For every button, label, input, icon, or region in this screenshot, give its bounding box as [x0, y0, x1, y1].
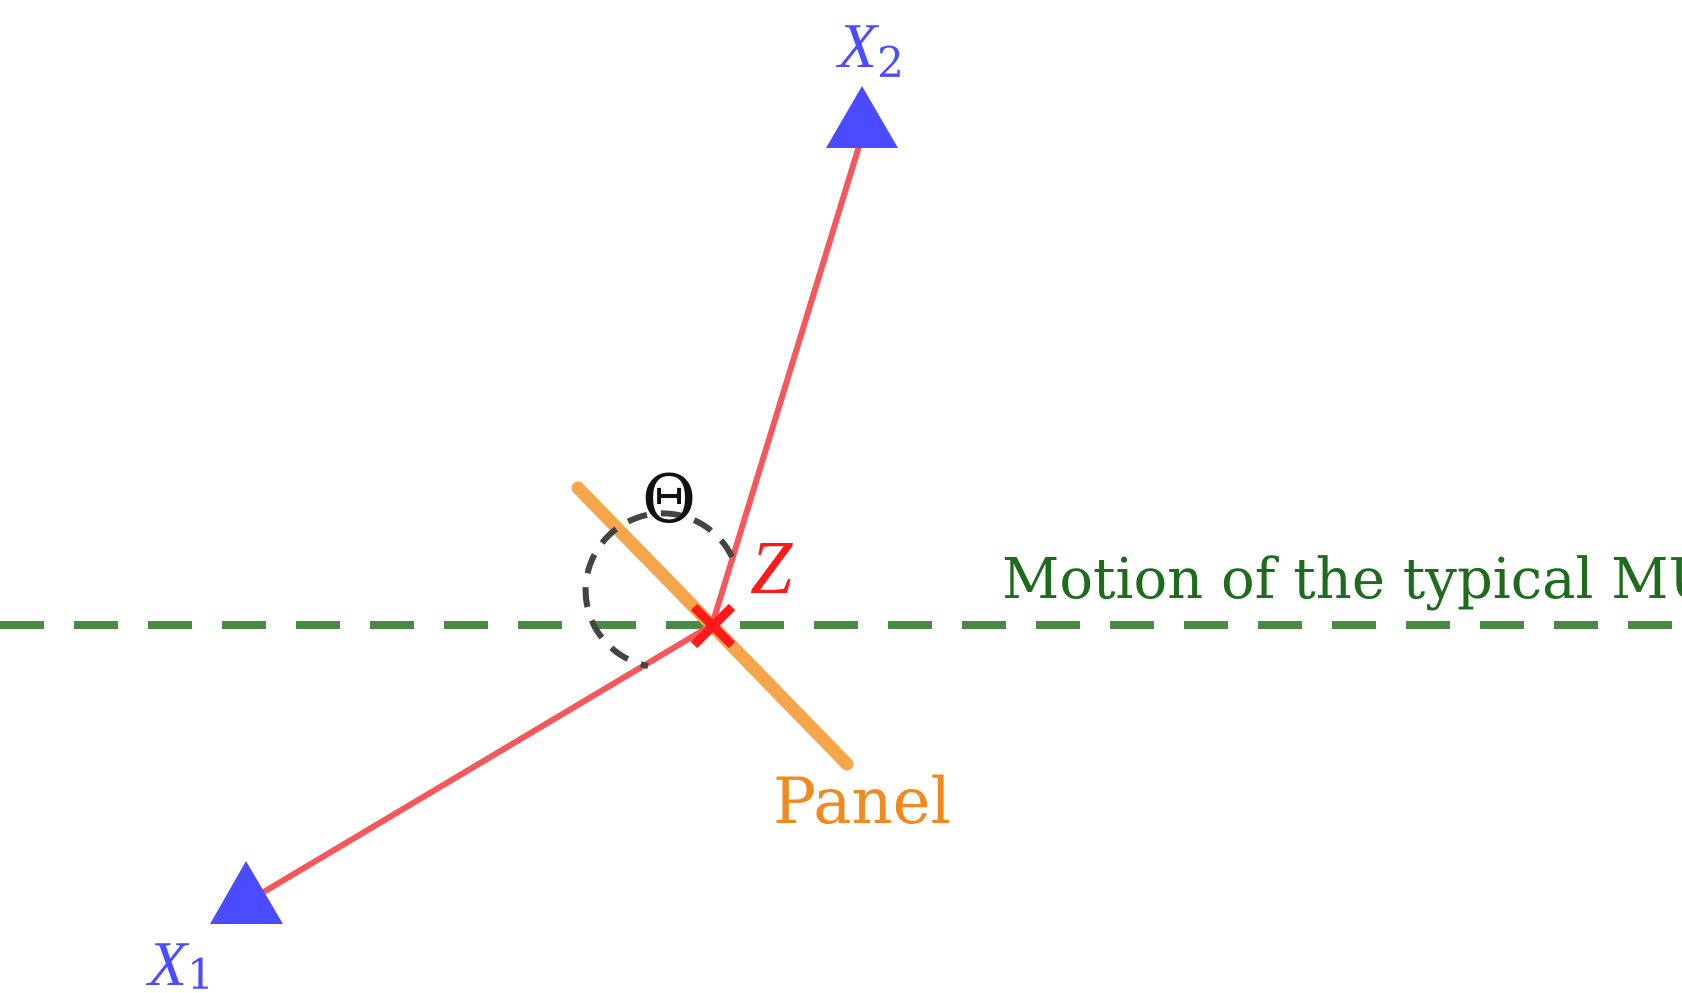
ray-x2-to-z — [709, 140, 863, 628]
x2-label: X2 — [835, 10, 904, 87]
triangle-up-icon — [210, 861, 283, 924]
angle-arc — [582, 510, 735, 669]
cross-icon — [690, 603, 736, 649]
angle-theta-label: Θ — [642, 461, 696, 538]
motion-label: Motion of the typical MU — [1002, 547, 1682, 612]
point-z-label: Z — [750, 526, 793, 610]
x1-label: X1 — [145, 928, 214, 993]
triangle-up-icon — [826, 86, 898, 148]
ray-z-to-x1 — [259, 622, 715, 896]
panel-label: Panel — [773, 765, 951, 839]
